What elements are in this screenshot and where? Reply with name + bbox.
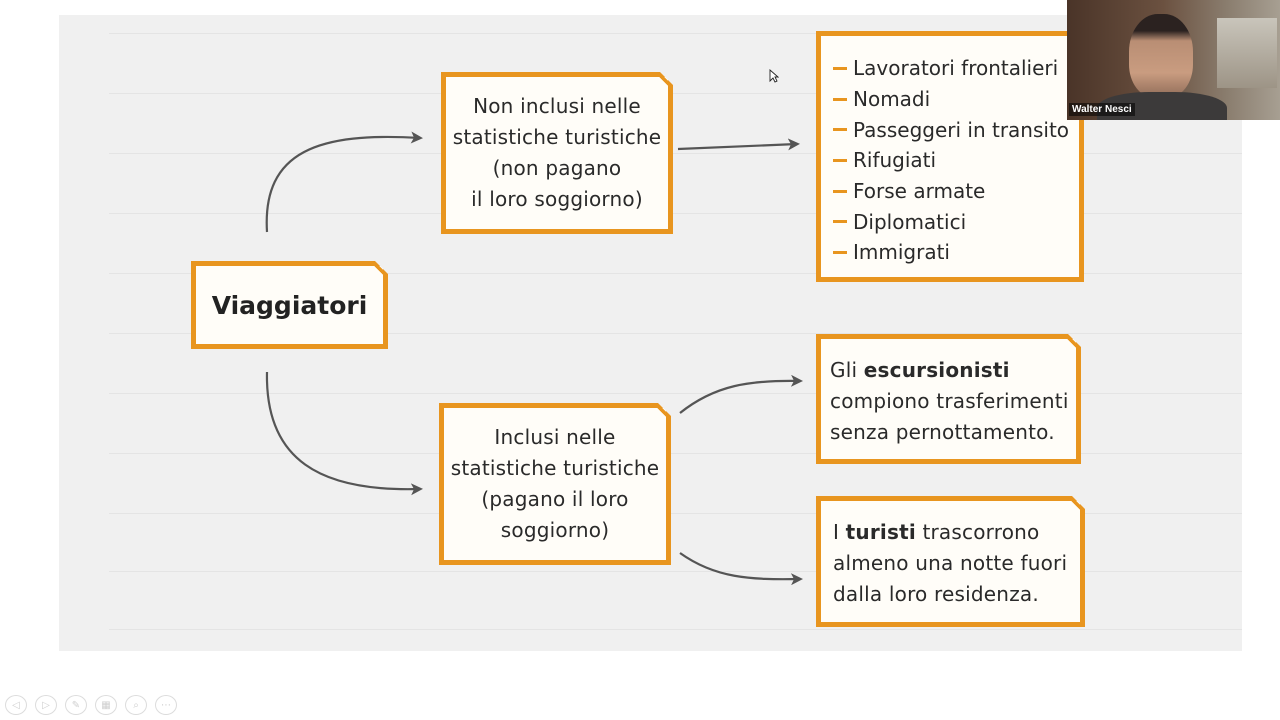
list-item-text: Nomadi bbox=[853, 87, 931, 112]
slides-icon[interactable]: ▦ bbox=[95, 695, 117, 715]
not-included-line: Non inclusi nelle bbox=[473, 94, 641, 118]
list-item-text: Rifugiati bbox=[853, 148, 937, 173]
bg-line bbox=[109, 453, 1242, 454]
dash-bullet bbox=[833, 128, 847, 131]
list-item-text: Lavoratori frontalieri bbox=[853, 56, 1059, 81]
participant-name: Walter Nesci bbox=[1069, 103, 1135, 116]
included-line: (pagano il loro bbox=[481, 487, 629, 511]
dash-bullet bbox=[833, 220, 847, 223]
list-item-text: Immigrati bbox=[853, 240, 950, 265]
list-item: Diplomatici bbox=[833, 206, 1079, 237]
list-item: Nomadi bbox=[833, 84, 1079, 115]
bg-line bbox=[109, 629, 1242, 630]
excluded-list-box: Lavoratori frontalieri Nomadi Passeggeri… bbox=[816, 31, 1084, 282]
presentation-controls: ◁ ▷ ✎ ▦ ⌕ ⋯ bbox=[5, 695, 177, 715]
tourists-line: I turisti trascorrono bbox=[833, 517, 1080, 548]
included-line: soggiorno) bbox=[500, 518, 610, 542]
excursionists-line: senza pernottamento. bbox=[830, 420, 1055, 444]
bg-line bbox=[109, 333, 1242, 334]
webcam-window bbox=[1217, 18, 1277, 88]
list-item-text: Forse armate bbox=[853, 179, 986, 204]
prev-icon[interactable]: ◁ bbox=[5, 695, 27, 715]
not-included-line: il loro soggiorno) bbox=[471, 187, 643, 211]
excursionists-line: compiono trasferimenti bbox=[830, 389, 1069, 413]
list-item: Passeggeri in transito bbox=[833, 114, 1079, 145]
bg-line bbox=[109, 393, 1242, 394]
list-item: Rifugiati bbox=[833, 145, 1079, 176]
tourists-term: turisti bbox=[845, 520, 916, 544]
bg-line bbox=[109, 571, 1242, 572]
not-included-box: Non inclusi nelle statistiche turistiche… bbox=[441, 72, 673, 234]
arrow-included-to-tourists bbox=[679, 552, 803, 586]
dash-bullet bbox=[833, 67, 847, 70]
not-included-line: statistiche turistiche bbox=[452, 125, 662, 149]
dash-bullet bbox=[833, 251, 847, 254]
root-box: Viaggiatori bbox=[191, 261, 388, 349]
list-item-text: Passeggeri in transito bbox=[853, 117, 1070, 142]
tourists-suffix: trascorrono bbox=[915, 520, 1040, 544]
bg-line bbox=[109, 513, 1242, 514]
dash-bullet bbox=[833, 159, 847, 162]
dash-bullet bbox=[833, 98, 847, 101]
list-item: Forse armate bbox=[833, 176, 1079, 207]
webcam-thumbnail[interactable]: Walter Nesci bbox=[1067, 0, 1280, 120]
next-icon[interactable]: ▷ bbox=[35, 695, 57, 715]
excursionists-term: escursionisti bbox=[863, 358, 1010, 382]
bg-line bbox=[109, 33, 1242, 34]
bg-line bbox=[109, 153, 1242, 154]
arrow-excluded-to-list bbox=[677, 138, 800, 151]
zoom-icon[interactable]: ⌕ bbox=[125, 695, 147, 715]
excursionists-line: Gli escursionisti bbox=[830, 355, 1076, 386]
dash-bullet bbox=[833, 190, 847, 193]
list-item: Immigrati bbox=[833, 237, 1079, 268]
tourists-line: almeno una notte fuori bbox=[833, 551, 1068, 575]
root-label: Viaggiatori bbox=[211, 290, 368, 320]
tourists-box: I turisti trascorrono almeno una notte f… bbox=[816, 496, 1085, 627]
arrow-root-to-excluded bbox=[265, 131, 423, 233]
participant-head bbox=[1129, 14, 1193, 98]
excursionists-box: Gli escursionisti compiono trasferimenti… bbox=[816, 334, 1081, 464]
bg-line bbox=[109, 93, 1242, 94]
tourists-line: dalla loro residenza. bbox=[833, 582, 1039, 606]
list-item-text: Diplomatici bbox=[853, 209, 967, 234]
included-line: Inclusi nelle bbox=[494, 425, 616, 449]
included-box: Inclusi nelle statistiche turistiche (pa… bbox=[439, 403, 671, 565]
excursionists-prefix: Gli bbox=[830, 358, 864, 382]
included-line: statistiche turistiche bbox=[450, 456, 660, 480]
tourists-prefix: I bbox=[833, 520, 846, 544]
arrow-included-to-excursionists bbox=[679, 374, 803, 414]
mouse-pointer-icon bbox=[769, 69, 779, 83]
bg-line bbox=[109, 273, 1242, 274]
bg-line bbox=[109, 213, 1242, 214]
arrow-root-to-included bbox=[265, 371, 423, 496]
not-included-line: (non pagano bbox=[492, 156, 622, 180]
list-item: Lavoratori frontalieri bbox=[833, 53, 1079, 84]
more-icon[interactable]: ⋯ bbox=[155, 695, 177, 715]
pen-icon[interactable]: ✎ bbox=[65, 695, 87, 715]
